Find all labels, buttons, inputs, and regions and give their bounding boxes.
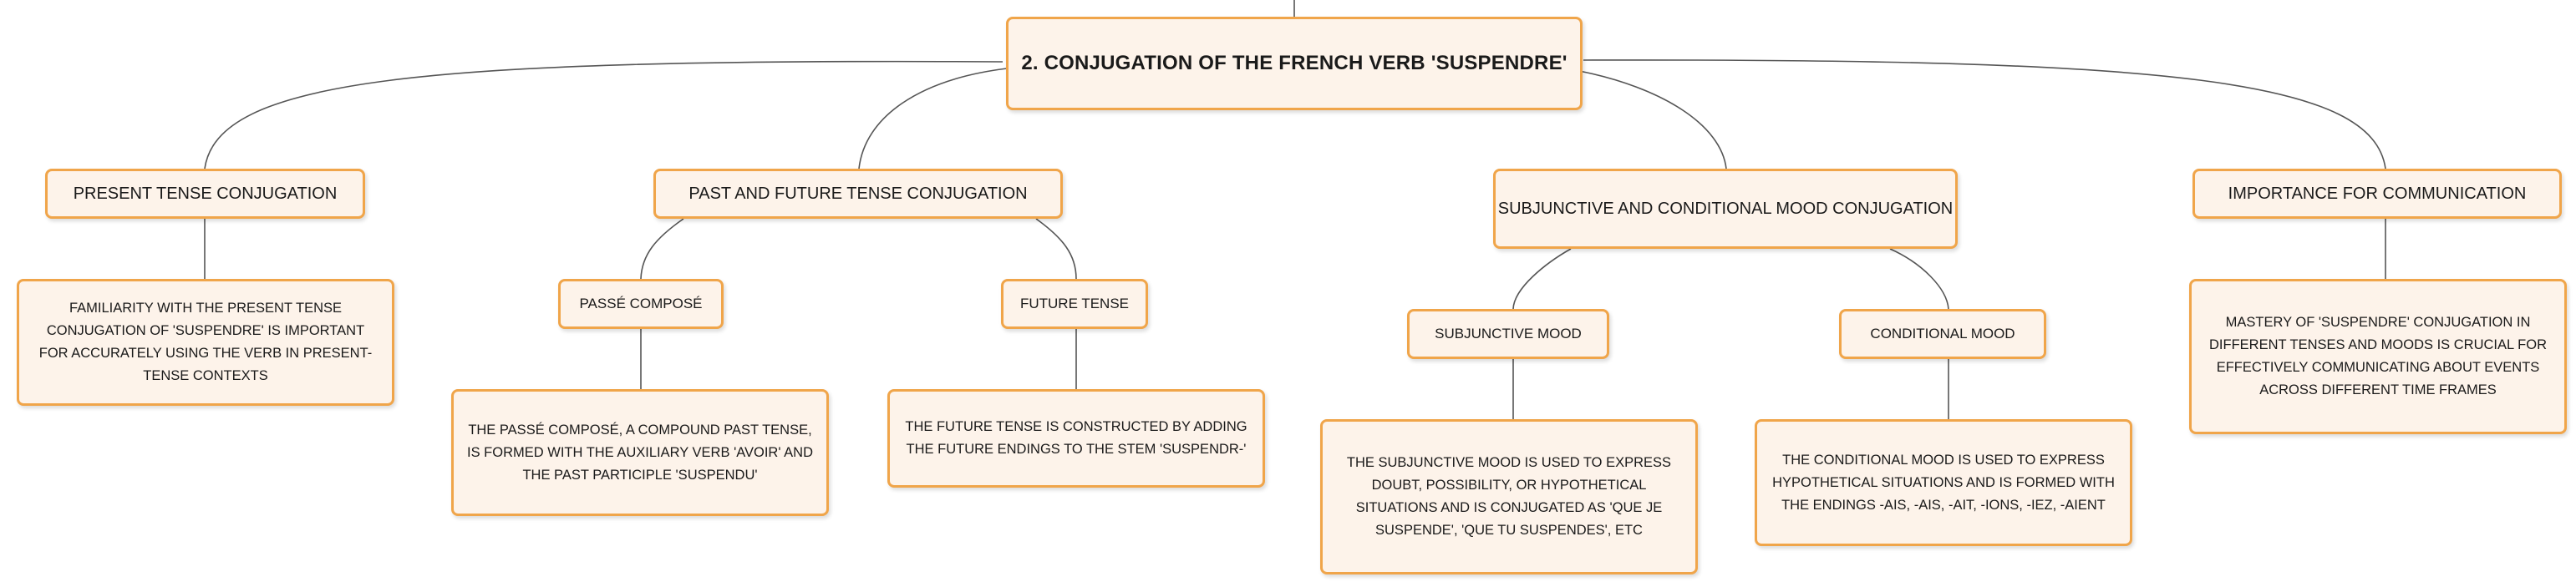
node-conditional-mood[interactable]: CONDITIONAL MOOD [1839,309,2046,359]
importance-detail[interactable]: MASTERY OF 'SUSPENDRE' CONJUGATION IN DI… [2189,279,2567,434]
node-future-tense[interactable]: FUTURE TENSE [1001,279,1148,329]
branch-present-tense-label: PRESENT TENSE CONJUGATION [73,184,338,203]
future-tense-detail-text: THE FUTURE TENSE IS CONSTRUCTED BY ADDIN… [905,419,1247,457]
importance-detail-text: MASTERY OF 'SUSPENDRE' CONJUGATION IN DI… [2208,315,2547,397]
conditional-mood-detail-text: THE CONDITIONAL MOOD IS USED TO EXPRESS … [1772,452,2115,513]
link-subjcond-conditional [1889,248,1949,310]
link-pastfuture-future [1035,218,1077,280]
branch-present-tense[interactable]: PRESENT TENSE CONJUGATION [45,169,365,219]
node-passe-compose-label: PASSÉ COMPOSÉ [579,296,703,311]
link-subjcond-subjunctive [1512,248,1572,310]
future-tense-detail[interactable]: THE FUTURE TENSE IS CONSTRUCTED BY ADDIN… [887,389,1265,488]
present-tense-detail[interactable]: FAMILIARITY WITH THE PRESENT TENSE CONJU… [17,279,394,406]
node-subjunctive-mood-label: SUBJUNCTIVE MOOD [1435,326,1582,342]
subjunctive-mood-detail-text: THE SUBJUNCTIVE MOOD IS USED TO EXPRESS … [1346,455,1672,538]
root-title: 2. CONJUGATION OF THE FRENCH VERB 'SUSPE… [1021,52,1567,74]
passe-compose-detail-text: THE PASSÉ COMPOSÉ, A COMPOUND PAST TENSE… [467,422,813,483]
link-root-importance [1583,59,2386,170]
present-tense-detail-text: FAMILIARITY WITH THE PRESENT TENSE CONJU… [38,301,373,383]
branch-subjunctive-conditional[interactable]: SUBJUNCTIVE AND CONDITIONAL MOOD CONJUGA… [1493,169,1958,249]
node-passe-compose[interactable]: PASSÉ COMPOSÉ [558,279,724,329]
conditional-mood-detail[interactable]: THE CONDITIONAL MOOD IS USED TO EXPRESS … [1755,419,2132,546]
passe-compose-detail[interactable]: THE PASSÉ COMPOSÉ, A COMPOUND PAST TENSE… [451,389,829,516]
link-root-past-future [858,68,1008,170]
branch-importance-communication[interactable]: IMPORTANCE FOR COMMUNICATION [2192,169,2562,219]
subjunctive-mood-detail[interactable]: THE SUBJUNCTIVE MOOD IS USED TO EXPRESS … [1320,419,1698,574]
link-root-present [204,60,1003,170]
node-subjunctive-mood[interactable]: SUBJUNCTIVE MOOD [1407,309,1609,359]
branch-importance-communication-label: IMPORTANCE FOR COMMUNICATION [2228,184,2527,203]
branch-subjunctive-conditional-label: SUBJUNCTIVE AND CONDITIONAL MOOD CONJUGA… [1497,199,1954,218]
root-node[interactable]: 2. CONJUGATION OF THE FRENCH VERB 'SUSPE… [1006,17,1583,110]
branch-past-future-tense-label: PAST AND FUTURE TENSE CONJUGATION [688,184,1028,203]
node-future-tense-label: FUTURE TENSE [1019,296,1130,311]
branch-past-future-tense[interactable]: PAST AND FUTURE TENSE CONJUGATION [653,169,1063,219]
link-root-subjunctive-conditional [1578,70,1727,170]
link-pastfuture-passe [640,218,684,280]
node-conditional-mood-label: CONDITIONAL MOOD [1870,326,2015,342]
